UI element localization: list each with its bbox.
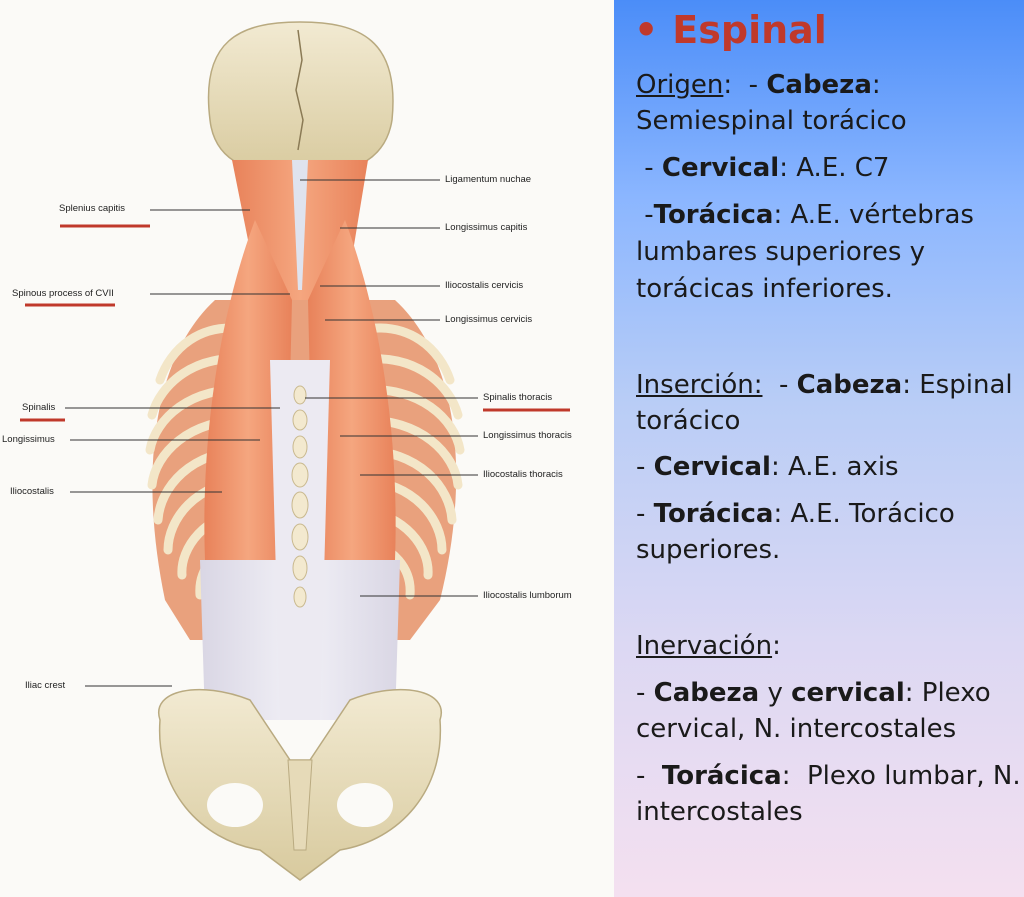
origen-toracica-line: -Torácica: A.E. vértebras [636, 200, 974, 230]
insercion-toracica-label: Torácica [653, 499, 774, 529]
inervacion-line-2: cervical, N. intercostales [636, 714, 957, 744]
insercion-toracica-prefix: - [636, 499, 654, 529]
origen-toracica-prefix: - [636, 200, 654, 230]
left-erector [204, 220, 292, 600]
insercion-toracica-line: - Torácica: A.E. Torácico [636, 499, 955, 529]
origen-toracica-value-3: torácicas inferiores. [636, 274, 893, 304]
origen-cervical-label: Cervical [661, 153, 780, 183]
back-muscles-illustration [20, 21, 570, 881]
insercion-toracica-value-2: superiores. [636, 535, 781, 565]
label-splenius-capitis: Splenius capitis [59, 203, 126, 214]
inervacion-line3-prefix: - [636, 761, 662, 791]
label-iliocostalis: Iliocostalis [10, 486, 54, 497]
insercion-cabeza-label: Cabeza [796, 370, 903, 400]
label-spinalis-thoracis: Spinalis thoracis [483, 392, 553, 403]
insercion-cabeza-prefix: - [762, 370, 797, 400]
label-longissimus-capitis: Longissimus capitis [445, 222, 528, 233]
origen-cervical-line: - Cervical: A.E. C7 [636, 153, 889, 183]
label-iliocostalis-thoracis: Iliocostalis thoracis [483, 469, 563, 480]
label-iliac-crest: Iliac crest [25, 680, 66, 691]
insercion-cervical-line: - Cervical: A.E. axis [636, 452, 899, 482]
insercion-cabeza-value-1: : Espinal [902, 370, 1013, 400]
inervacion-line1-mid: y [759, 678, 792, 708]
label-iliocostalis-lumborum: Iliocostalis lumborum [483, 590, 572, 601]
origen-colon: : [723, 70, 733, 100]
inervacion-line1-value: : Plexo [904, 678, 991, 708]
inervacion-colon: : [772, 631, 781, 661]
inervacion-line3-value: : Plexo lumbar, N. [781, 761, 1021, 791]
inervacion-cabeza-label: Cabeza [653, 678, 760, 708]
inervacion-line-3: - Torácica: Plexo lumbar, N. [636, 761, 1021, 791]
insercion-cervical-label: Cervical [653, 452, 771, 482]
label-iliocostalis-cervicis: Iliocostalis cervicis [445, 280, 524, 291]
inervacion-line: Inervación: [636, 631, 781, 661]
right-erector [308, 220, 396, 600]
spine [291, 385, 309, 608]
title-text: Espinal [672, 8, 827, 52]
label-longissimus-cervicis: Longissimus cervicis [445, 314, 533, 325]
origen-cabeza-value: Semiespinal torácico [636, 106, 907, 136]
inervacion-heading: Inervación [636, 631, 773, 661]
red-underlines [20, 224, 570, 422]
inervacion-line-4: intercostales [636, 797, 803, 827]
insercion-toracica-value-1: : A.E. Torácico [773, 499, 955, 529]
origen-line: Origen: - Cabeza: [636, 70, 881, 100]
leader-lines [65, 179, 478, 687]
origen-cabeza-label: Cabeza [766, 70, 872, 100]
origen-toracica-label: Torácica [653, 200, 774, 230]
origen-cervical-value: : A.E. C7 [779, 153, 890, 183]
insercion-cervical-prefix: - [636, 452, 654, 482]
origen-cabeza-colon: : [871, 70, 881, 100]
origen-toracica-value-1: : A.E. vértebras [773, 200, 974, 230]
insercion-line: Inserción: - Cabeza: Espinal [636, 370, 1013, 400]
label-spinous-process: Spinous process of CVII [12, 288, 114, 299]
origen-toracica-value-2: lumbares superiores y [636, 237, 926, 267]
label-spinalis: Spinalis [22, 402, 56, 413]
slide-title: • Espinal [634, 8, 827, 52]
label-longissimus: Longissimus [2, 434, 55, 445]
ligamentum-nuchae-band [292, 160, 308, 290]
origen-cabeza-prefix: - [732, 70, 767, 100]
title-bullet: • [634, 8, 659, 52]
insercion-cabeza-value-2: torácico [636, 406, 741, 436]
anatomy-figure: Splenius capitis Spinous process of CVII… [2, 21, 572, 881]
origen-heading: Origen [636, 70, 724, 100]
text-panel: • Espinal Origen: - Cabeza: Semiespinal t… [614, 0, 1024, 897]
label-longissimus-thoracis: Longissimus thoracis [483, 430, 572, 441]
label-ligamentum-nuchae: Ligamentum nuchae [445, 174, 532, 185]
inervacion-line1-prefix: - [636, 678, 654, 708]
origen-cervical-prefix: - [636, 153, 662, 183]
insercion-cervical-value: : A.E. axis [770, 452, 899, 482]
inervacion-line-1: - Cabeza y cervical: Plexo [636, 678, 991, 708]
inervacion-toracica-label: Torácica [661, 761, 782, 791]
inervacion-cervical-label: cervical [791, 678, 905, 708]
insercion-heading: Inserción: [636, 370, 763, 400]
